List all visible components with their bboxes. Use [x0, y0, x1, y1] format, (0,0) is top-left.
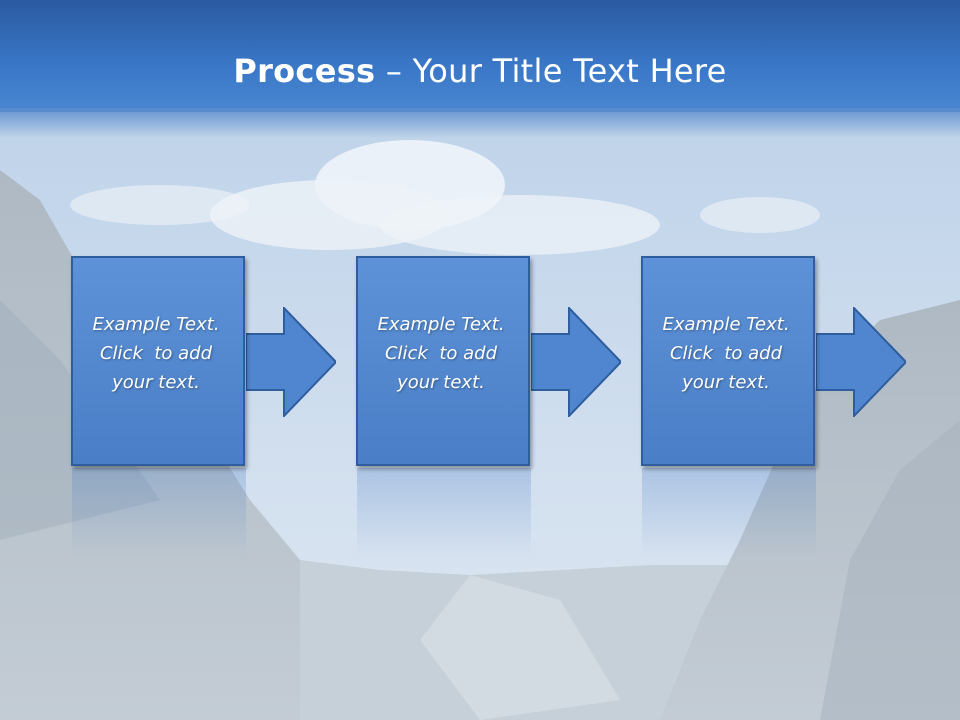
step-reflection [72, 468, 246, 558]
process-step-text[interactable]: Example Text. Click to add your text. [71, 310, 241, 397]
step-text-line: your text. [682, 372, 770, 393]
slide-title-rest: – Your Title Text Here [375, 52, 727, 90]
slide-title[interactable]: Process – Your Title Text Here [0, 52, 960, 90]
process-step-text[interactable]: Example Text. Click to add your text. [356, 310, 526, 397]
arrow-right-icon [531, 307, 621, 417]
arrow-right-icon [246, 307, 336, 417]
step-text-line: your text. [112, 372, 200, 393]
step-text-line: your text. [397, 372, 485, 393]
process-step-1[interactable]: Example Text. Click to add your text. [71, 256, 245, 466]
step-reflection [357, 468, 531, 558]
step-reflection [642, 468, 816, 558]
step-text-line: Click to add [99, 343, 212, 364]
step-text-line: Click to add [669, 343, 782, 364]
step-text-line: Example Text. [377, 314, 505, 335]
process-step-box [641, 256, 815, 466]
process-step-3[interactable]: Example Text. Click to add your text. [641, 256, 815, 466]
step-text-line: Example Text. [92, 314, 220, 335]
slide-title-bold: Process [233, 52, 376, 90]
arrow-right-icon [816, 307, 906, 417]
title-bar [0, 0, 960, 112]
title-bar-fade [0, 108, 960, 138]
process-step-box [356, 256, 530, 466]
process-step-2[interactable]: Example Text. Click to add your text. [356, 256, 530, 466]
process-step-text[interactable]: Example Text. Click to add your text. [641, 310, 811, 397]
step-text-line: Click to add [384, 343, 497, 364]
process-step-box [71, 256, 245, 466]
step-text-line: Example Text. [662, 314, 790, 335]
